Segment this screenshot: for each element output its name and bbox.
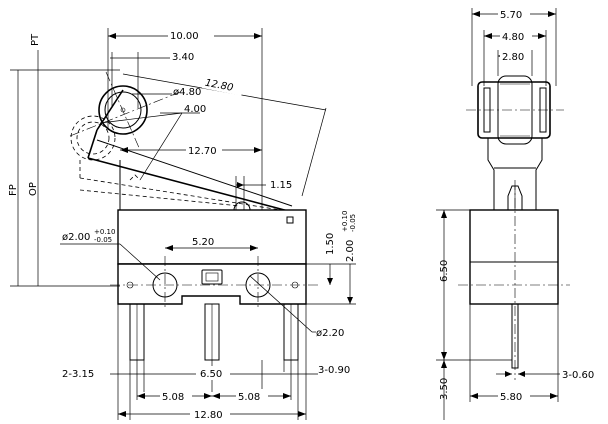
- switch-body: [117, 201, 307, 305]
- side-pin: [511, 180, 519, 380]
- dim-label-2-00-tol-upper: +0.10: [341, 211, 349, 232]
- fp-label: FP: [8, 184, 19, 196]
- dim-label-3-50: 3.50: [439, 378, 450, 400]
- front-view: 10.00 3.40 12.80 ø4.80 4.00: [8, 28, 366, 421]
- dim-label-5-20: 5.20: [192, 237, 214, 248]
- dim-label-12-80-lever: 12.80: [204, 78, 234, 94]
- dim-label-12-70: 12.70: [188, 146, 217, 157]
- pins: [129, 303, 299, 361]
- dim-roller-inner: 4.00: [99, 104, 206, 181]
- dim-lever-length: 12.80: [122, 73, 327, 197]
- dim-label-5-80: 5.80: [500, 392, 522, 403]
- roller-pressed: [70, 115, 116, 161]
- dim-label-2-80: 2.80: [502, 52, 524, 63]
- side-dims-top: 5.70 4.80 2.80: [471, 7, 557, 86]
- dim-hole-spacing: 5.20: [165, 237, 258, 251]
- lever-arm-pressed: [79, 160, 294, 213]
- dim-label-3-0-60: 3-0.60: [562, 370, 594, 381]
- dim-side-base-width: 5.80: [469, 304, 559, 403]
- op-label: OP: [28, 182, 39, 196]
- dim-label-10-00: 10.00: [170, 31, 199, 42]
- dim-roller-diameter: ø4.80: [132, 87, 201, 98]
- dim-label-hole-left: ø2.00: [62, 232, 90, 243]
- dim-label-1-15: 1.15: [270, 180, 292, 191]
- dim-label-4-80-side: 4.80: [502, 32, 524, 43]
- dim-side-pin-length: 3.50: [439, 360, 450, 420]
- dim-label-5-08-left: 5.08: [162, 392, 184, 403]
- dim-label-3-40: 3.40: [172, 52, 194, 63]
- side-body: [458, 209, 570, 305]
- dim-label-5-70: 5.70: [500, 10, 522, 21]
- dim-label-2-3-15: 2-3.15: [62, 369, 94, 380]
- dim-label-hole-left-tol-upper: +0.10: [94, 228, 115, 236]
- dim-side-body-height: 6.50: [436, 209, 512, 361]
- dim-hole-right: ø2.20: [249, 275, 344, 339]
- dim-label-4-00: 4.00: [184, 104, 206, 115]
- dim-label-2-00-right: 2.00: [345, 240, 356, 262]
- roller: [98, 85, 148, 135]
- dim-side-pin-thickness: 3-0.60: [496, 370, 594, 381]
- dim-label-3-0-90: 3-0.90: [318, 365, 350, 376]
- dim-hole-height: 1.50 2.00 +0.10 -0.05: [306, 211, 357, 305]
- dim-pin-pitch: 5.08 5.08: [136, 360, 292, 403]
- dim-label-12-80-bottom: 12.80: [194, 410, 223, 421]
- dim-label-5-08-right: 5.08: [238, 392, 260, 403]
- travel-dims: PT FP OP: [8, 33, 120, 287]
- dim-label-1-50: 1.50: [325, 233, 336, 255]
- pt-label: PT: [30, 33, 41, 46]
- dim-label-6-50-front: 6.50: [200, 369, 222, 380]
- dim-overall-top: 10.00: [107, 28, 263, 210]
- dim-pivot-length: 12.70: [120, 143, 262, 157]
- side-roller: [466, 75, 564, 145]
- dim-overall-bottom: 12.80: [117, 304, 307, 421]
- side-view: 5.70 4.80 2.80: [436, 7, 594, 420]
- dim-pin-row: 2-3.15 6.50 3-0.90: [62, 360, 366, 420]
- dim-label-4-80: ø4.80: [173, 87, 201, 98]
- dim-label-6-50-side: 6.50: [439, 260, 450, 282]
- dim-actuator-gap: 1.15: [235, 176, 292, 210]
- dim-label-2-00-tol-lower: -0.05: [349, 214, 357, 232]
- dim-label-2-20: ø2.20: [316, 328, 344, 339]
- dim-roller-width: 3.40: [110, 52, 194, 108]
- dim-hole-left: ø2.00 +0.10 -0.05: [60, 228, 161, 281]
- dim-label-hole-left-tol-lower: -0.05: [94, 236, 112, 244]
